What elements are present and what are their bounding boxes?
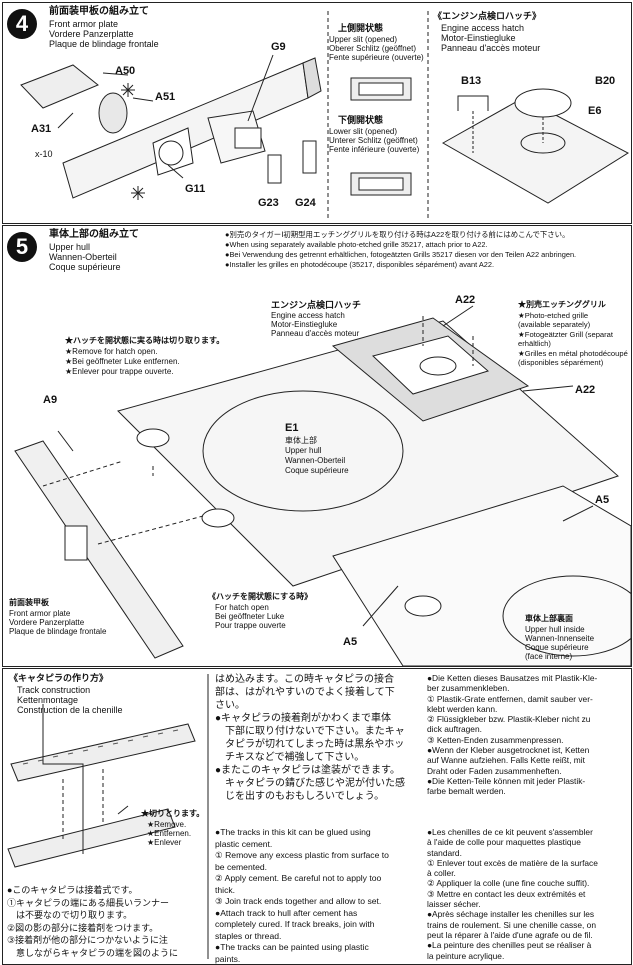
part-label: G11 — [185, 183, 206, 195]
step-title-fr: Coque supérieure — [49, 262, 121, 272]
track-title-en: Track construction — [17, 685, 91, 695]
step-title-jp: 前面装甲板の組み立て — [49, 6, 149, 17]
upper-slit-de: Oberer Schlitz (geöffnet) — [329, 44, 417, 53]
track-cut-fr: ★Enlever — [147, 838, 182, 847]
inside-label-en: Upper hull inside — [525, 625, 585, 634]
hatch-title-de: Motor-Einstiegluke — [441, 33, 516, 43]
front-plate-de: Vordere Panzerplatte — [9, 618, 85, 627]
inside-label-jp: 車体上部裏面 — [525, 614, 573, 623]
step-title-en: Front armor plate — [49, 19, 119, 29]
cut-note-en: ★Remove for hatch open. — [65, 347, 158, 356]
inside-label-de: Wannen-Innenseite — [525, 634, 595, 643]
part-label: G23 — [258, 197, 279, 209]
hatch-label-jp: エンジン点検口ハッチ — [271, 300, 362, 310]
grill-label-fr: ★Grilles en métal photodécoupé (disponib… — [518, 349, 628, 367]
step-number: 5 — [7, 232, 37, 262]
hatch-label-en: Engine access hatch — [271, 311, 345, 320]
cut-note-fr: ★Enlever pour trappe ouverte. — [65, 367, 174, 376]
part-label: A5 — [595, 494, 610, 506]
e1-label-de: Wannen-Oberteil — [285, 456, 346, 465]
hatch-title-fr: Panneau d'accès moteur — [441, 43, 541, 53]
part-label: A50 — [115, 65, 136, 77]
step-title-en: Upper hull — [49, 242, 91, 252]
part-label: E1 — [285, 422, 299, 434]
cut-note-jp: ★ハッチを開状態に実る時は切り取ります。 — [65, 336, 225, 345]
lower-slit-jp: 下側開状態 — [338, 115, 384, 125]
track-title-fr: Construction de la chenille — [17, 705, 123, 715]
lower-slit-fr: Fente inférieure (ouverte) — [329, 145, 420, 154]
front-plate-fr: Plaque de blindage frontale — [9, 627, 107, 636]
track-cut-jp: ★切りとります。 — [141, 809, 205, 818]
step-title-de: Vordere Panzerplatte — [49, 29, 134, 39]
hatch-title-en: Engine access hatch — [441, 23, 525, 33]
hatch-open-de: Bei geöffneter Luke — [215, 612, 285, 621]
track-instructions-de: ●Die Ketten dieses Bausatzes mit Plastik… — [427, 673, 598, 797]
part-label: G9 — [271, 41, 286, 53]
track-panel: 《キャタピラの作り方》 Track construction Kettenmon… — [2, 668, 632, 965]
hatch-open-fr: Pour trappe ouverte — [215, 621, 286, 630]
part-label: A22 — [455, 294, 476, 306]
note-line: ●Bei Verwendung des getrennt erhältliche… — [225, 250, 577, 259]
note-line: ●When using separately available photo-e… — [225, 240, 488, 249]
track-cut-de: ★Entfernen. — [147, 829, 192, 838]
note-line: ●別売のタイガーⅠ初期型用エッチンググリルを取り付ける時はA22を取り付ける前に… — [225, 230, 570, 239]
upper-slit-jp: 上側開状態 — [338, 23, 384, 33]
track-instructions-en: ●The tracks in this kit can be glued usi… — [215, 827, 389, 964]
step-number: 4 — [7, 9, 37, 39]
part-label: A5 — [343, 636, 358, 648]
note-line: ●Installer les grilles en photodécoupe (… — [225, 260, 495, 269]
part-quantity: x-10 — [35, 149, 53, 159]
e1-label-fr: Coque supérieure — [285, 466, 349, 475]
hatch-open-en: For hatch open — [215, 603, 269, 612]
step-5-drawing — [14, 305, 631, 666]
step-4-drawing — [20, 11, 630, 218]
part-label: E6 — [588, 105, 602, 117]
e1-label-jp: 車体上部 — [285, 436, 317, 445]
lower-slit-en: Lower slit (opened) — [329, 127, 398, 136]
step-title-de: Wannen-Oberteil — [49, 252, 117, 262]
part-label: A9 — [43, 394, 58, 406]
track-title-de: Kettenmontage — [17, 695, 79, 705]
step-5-panel: 5 車体上部の組み立て Upper hull Wannen-Oberteil C… — [2, 225, 632, 667]
track-title-jp: 《キャタピラの作り方》 — [9, 673, 109, 683]
hatch-title-jp: 《エンジン点検ロハッチ》 — [433, 11, 542, 21]
inside-label-fr: Coque supérieure (face interne) — [525, 643, 589, 661]
e1-label-en: Upper hull — [285, 446, 322, 455]
hatch-open-jp: 《ハッチを開状態にする時》 — [208, 592, 313, 601]
track-drawing — [7, 674, 209, 959]
track-instructions-jp-2: はめ込みます。この時キャタピラの接合 部は、はがれやすいのでよく接着して下 さい… — [215, 674, 405, 802]
step-title-jp: 車体上部の組み立て — [49, 229, 139, 240]
hatch-label-fr: Panneau d'accès moteur — [271, 329, 360, 338]
front-plate-en: Front armor plate — [9, 609, 71, 618]
step-title-fr: Plaque de blindage frontale — [49, 39, 159, 49]
part-label: B20 — [595, 75, 616, 87]
upper-slit-fr: Fente supérieure (ouverte) — [329, 53, 424, 62]
lower-slit-de: Unterer Schlitz (geöffnet) — [329, 136, 418, 145]
part-label: A51 — [155, 91, 176, 103]
part-label: A22 — [575, 384, 596, 396]
track-instructions-fr: ●Les chenilles de ce kit peuvent s'assem… — [427, 827, 598, 961]
part-label: A31 — [31, 123, 52, 135]
part-label: B13 — [461, 75, 482, 87]
grill-label-jp: ★別売エッチンググリル — [518, 300, 606, 309]
step-4-panel: 4 前面装甲板の組み立て Front armor plate Vordere P… — [2, 2, 632, 224]
front-plate-jp: 前面装甲板 — [9, 598, 49, 607]
part-label: G24 — [295, 197, 316, 209]
upper-slit-en: Upper slit (opened) — [329, 35, 398, 44]
track-cut-en: ★Remove. — [147, 820, 187, 829]
cut-note-de: ★Bei geöffneter Luke entfernen. — [65, 357, 180, 366]
hatch-label-de: Motor-Einstiegluke — [271, 320, 338, 329]
track-instructions-jp-1: ●このキャタピラは接着式です。 ①キャタピラの端にある細長いランナー は不要なの… — [7, 885, 179, 958]
grill-label-en: ★Photo-etched grille (available separate… — [518, 311, 591, 329]
grill-label-de: ★Fotogeätzter Grill (separat erhältlich) — [518, 330, 614, 348]
